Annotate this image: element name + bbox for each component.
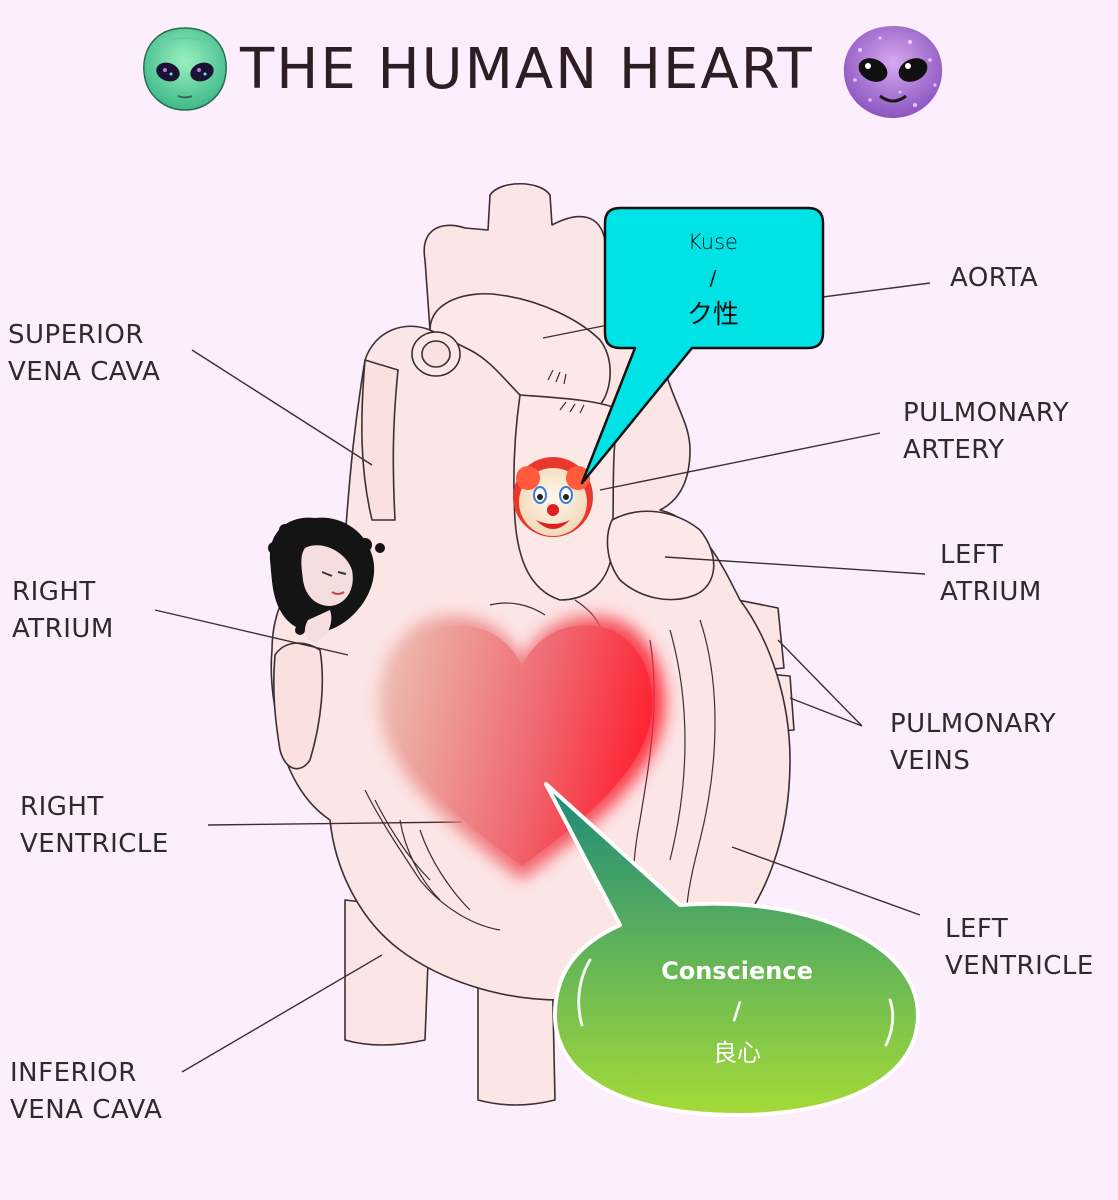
- label-right-atrium: RIGHT ATRIUM: [12, 574, 114, 648]
- conscience-bubble-text: Conscience / 良心: [554, 945, 920, 1115]
- label-line: VEINS: [890, 746, 971, 776]
- label-line: PULMONARY: [903, 398, 1070, 428]
- label-line: SUPERIOR: [8, 320, 144, 350]
- conscience-speech-bubble: [544, 782, 920, 1117]
- curly-haired-figure-sticker: [268, 517, 385, 642]
- page-title: THE HUMAN HEART: [240, 37, 814, 102]
- love-heart-icon: [379, 615, 665, 880]
- label-superior-vena-cava: SUPERIOR VENA CAVA: [8, 317, 160, 391]
- label-line: ATRIUM: [12, 614, 114, 644]
- clown-face-icon: [513, 457, 593, 537]
- kuse-speech-bubble: [580, 206, 825, 485]
- label-line: LEFT: [940, 540, 1004, 570]
- label-line: VENTRICLE: [20, 829, 169, 859]
- label-right-ventricle: RIGHT VENTRICLE: [20, 789, 169, 863]
- kuse-romaji: Kuse: [688, 230, 738, 254]
- label-line: LEFT: [945, 914, 1009, 944]
- label-line: INFERIOR: [10, 1058, 137, 1088]
- label-left-ventricle: LEFT VENTRICLE: [945, 911, 1094, 985]
- conscience-japanese: 良心: [713, 1039, 761, 1067]
- conscience-english: Conscience: [661, 957, 813, 985]
- label-inferior-vena-cava: INFERIOR VENA CAVA: [10, 1055, 162, 1129]
- label-line: PULMONARY: [890, 709, 1057, 739]
- label-line: VENA CAVA: [8, 357, 161, 387]
- label-pulmonary-veins: PULMONARY VEINS: [890, 706, 1056, 780]
- kuse-bubble-text: Kuse / ク性: [603, 208, 823, 348]
- label-line: ATRIUM: [940, 577, 1042, 607]
- kuse-japanese: ク性: [686, 300, 739, 330]
- label-pulmonary-artery: PULMONARY ARTERY: [903, 395, 1069, 469]
- label-line: VENA CAVA: [10, 1095, 163, 1125]
- label-line: ARTERY: [903, 435, 1005, 465]
- label-left-atrium: LEFT ATRIUM: [940, 537, 1042, 611]
- label-line: VENTRICLE: [945, 951, 1094, 981]
- conscience-slash: /: [732, 997, 742, 1025]
- label-line: AORTA: [950, 263, 1039, 293]
- label-aorta: AORTA: [950, 260, 1038, 297]
- alien-face-icon: [143, 27, 227, 111]
- kuse-slash: /: [709, 266, 717, 290]
- label-line: RIGHT: [20, 792, 104, 822]
- label-leader-lines: [154, 282, 931, 1073]
- label-line: RIGHT: [12, 577, 96, 607]
- glitter-alien-icon: [843, 26, 943, 118]
